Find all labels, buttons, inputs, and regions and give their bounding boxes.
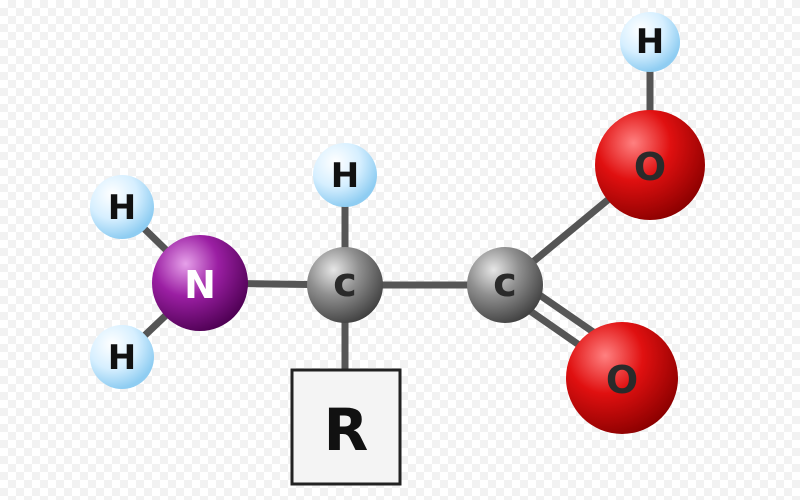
atom-h-amine-top-label: H bbox=[108, 188, 136, 228]
atom-o-top-label: O bbox=[634, 145, 666, 189]
atom-c-carboxyl: c bbox=[467, 247, 543, 323]
atom-n: N bbox=[152, 235, 248, 331]
side-chain-label: R bbox=[324, 396, 369, 464]
atom-o-bottom-label: O bbox=[606, 358, 638, 402]
atom-o-bottom: O bbox=[566, 322, 678, 434]
atom-h-amine-top: H bbox=[90, 175, 154, 239]
atom-h-amine-bottom: H bbox=[90, 325, 154, 389]
side-chain-r: R bbox=[290, 368, 402, 486]
atom-h-alpha: H bbox=[313, 143, 377, 207]
atom-c-alpha-label: c bbox=[333, 260, 357, 306]
atom-h-alpha-label: H bbox=[331, 156, 359, 196]
atom-c-carboxyl-label: c bbox=[493, 260, 517, 306]
atom-h-amine-bottom-label: H bbox=[108, 338, 136, 378]
atom-o-top: O bbox=[595, 110, 705, 220]
atom-h-top-label: H bbox=[636, 22, 664, 62]
atom-h-top: H bbox=[620, 12, 680, 72]
atom-n-label: N bbox=[184, 263, 216, 307]
atom-c-alpha: c bbox=[307, 247, 383, 323]
side-chain-box bbox=[290, 368, 402, 486]
